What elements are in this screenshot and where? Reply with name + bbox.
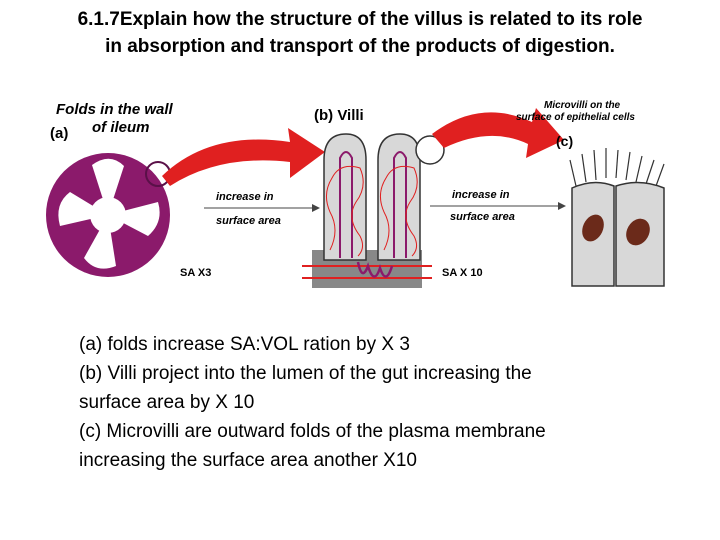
microvilli-fringe xyxy=(569,148,665,187)
capillary-right xyxy=(380,165,418,257)
nucleus-1 xyxy=(582,214,604,242)
caption-text: (a) folds increase SA:VOL ration by X 3 … xyxy=(79,330,679,475)
increase-label-2: increase in xyxy=(452,189,510,201)
lumen-arm-1 xyxy=(92,158,124,215)
villus-diagram: Folds in the wall (a) of ileum increase … xyxy=(46,100,665,288)
nucleus-2 xyxy=(626,218,650,246)
label-ileum: of ileum xyxy=(92,119,150,136)
label-villi: (b) Villi xyxy=(314,107,364,124)
lumen-arm-2 xyxy=(108,202,160,236)
caption-line-3: surface area by X 10 xyxy=(79,392,255,413)
red-arrow-2 xyxy=(432,108,564,158)
caption-line-5: increasing the surface area another X10 xyxy=(79,450,417,471)
increase-label-1: increase in xyxy=(216,191,274,203)
red-arrow-1 xyxy=(162,128,325,186)
lumen-center xyxy=(90,197,126,233)
ileum-folds-figure xyxy=(46,153,171,277)
increase-arrowhead-1 xyxy=(312,204,320,212)
caption-line-1: (a) folds increase SA:VOL ration by X 3 xyxy=(79,334,410,355)
title-line-1: 6.1.7Explain how the structure of the vi… xyxy=(77,9,643,30)
caption-line-2: (b) Villi project into the lumen of the … xyxy=(79,363,532,384)
villi-figure xyxy=(302,133,445,288)
sa-x3: SA X3 xyxy=(180,267,211,279)
title-line-2: in absorption and transport of the produ… xyxy=(105,36,615,57)
label-folds: Folds in the wall xyxy=(56,101,174,118)
label-microvilli: Microvilli on the xyxy=(544,100,621,111)
marker-c: (c) xyxy=(556,133,573,149)
sa-x10: SA X 10 xyxy=(442,267,483,279)
increase-label-1b: surface area xyxy=(216,215,281,227)
slide-title: 6.1.7Explain how the structure of the vi… xyxy=(20,6,700,60)
caption-line-4: (c) Microvilli are outward folds of the … xyxy=(79,421,546,442)
marker-a: (a) xyxy=(50,125,68,142)
ileum-lumen xyxy=(58,158,160,269)
capillary-left xyxy=(326,165,364,257)
label-epithelial: surface of epithelial cells xyxy=(516,112,635,123)
zoom-circle-b xyxy=(415,135,445,165)
increase-label-2b: surface area xyxy=(450,211,515,223)
lacteal-right xyxy=(393,151,407,258)
epithelial-cells-figure xyxy=(569,148,665,287)
lacteal-left xyxy=(339,151,353,258)
vessel-coil xyxy=(356,261,394,278)
increase-arrowhead-2 xyxy=(558,202,566,210)
